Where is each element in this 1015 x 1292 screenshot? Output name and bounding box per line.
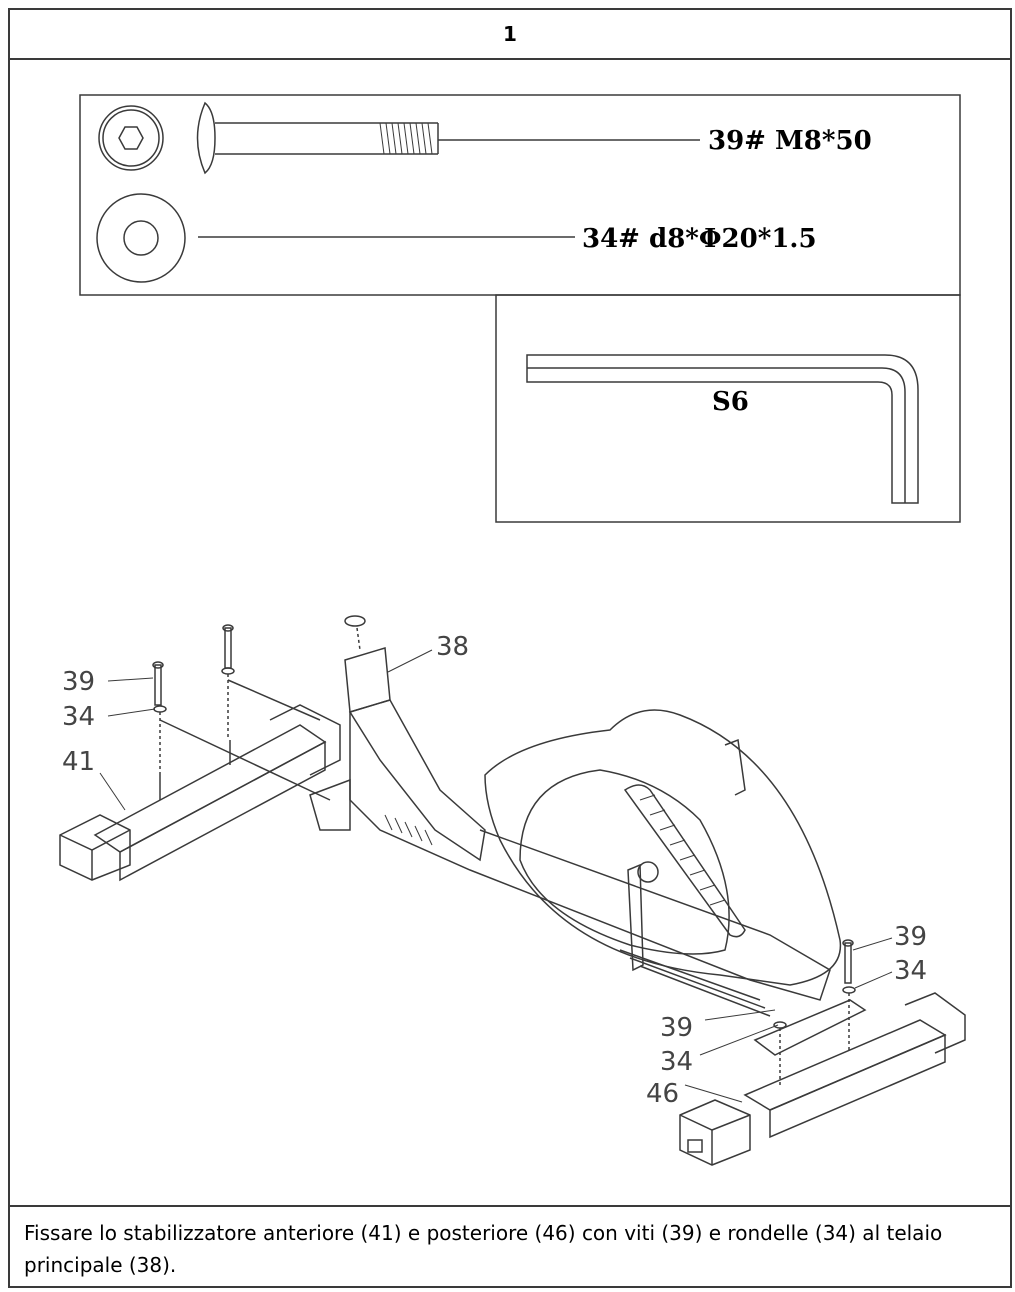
flywheel-housing (484, 709, 842, 1017)
instruction-text: Fissare lo stabilizzatore anteriore (41)… (10, 1205, 1010, 1288)
rear-bolts (773, 939, 856, 1085)
washer-icon (96, 193, 575, 283)
callout-washer-front: 34 (62, 702, 95, 732)
hardware-box (79, 94, 961, 296)
callout-rear-stabilizer: 46 (646, 1079, 679, 1109)
main-frame (309, 615, 831, 1001)
callout-bolt-rear-left: 39 (660, 1013, 693, 1043)
hex-key-icon (526, 354, 919, 504)
washer-label: 34# d8*Φ20*1.5 (582, 224, 817, 254)
callout-front-stabilizer: 41 (62, 747, 95, 777)
wrench-label: S6 (712, 387, 749, 417)
front-bolts (152, 624, 331, 801)
front-stabilizer (59, 704, 341, 882)
rear-stabilizer (679, 992, 966, 1166)
leader-lines (99, 649, 893, 1103)
instruction-frame: 1 Fissare lo stabilizzatore anteriore (4… (8, 8, 1012, 1288)
callout-bolt-front: 39 (62, 667, 95, 697)
bolt-icon (196, 101, 700, 175)
bolt-head-icon (98, 105, 164, 171)
tool-box (495, 294, 961, 523)
step-number: 1 (10, 10, 1010, 60)
bolt-label: 39# M8*50 (708, 126, 872, 156)
callout-washer-rear-right: 34 (894, 956, 927, 986)
callout-bolt-rear-right: 39 (894, 922, 927, 952)
callout-main-frame: 38 (436, 632, 469, 662)
callout-washer-rear-left: 34 (660, 1047, 693, 1077)
exploded-view (59, 615, 966, 1166)
